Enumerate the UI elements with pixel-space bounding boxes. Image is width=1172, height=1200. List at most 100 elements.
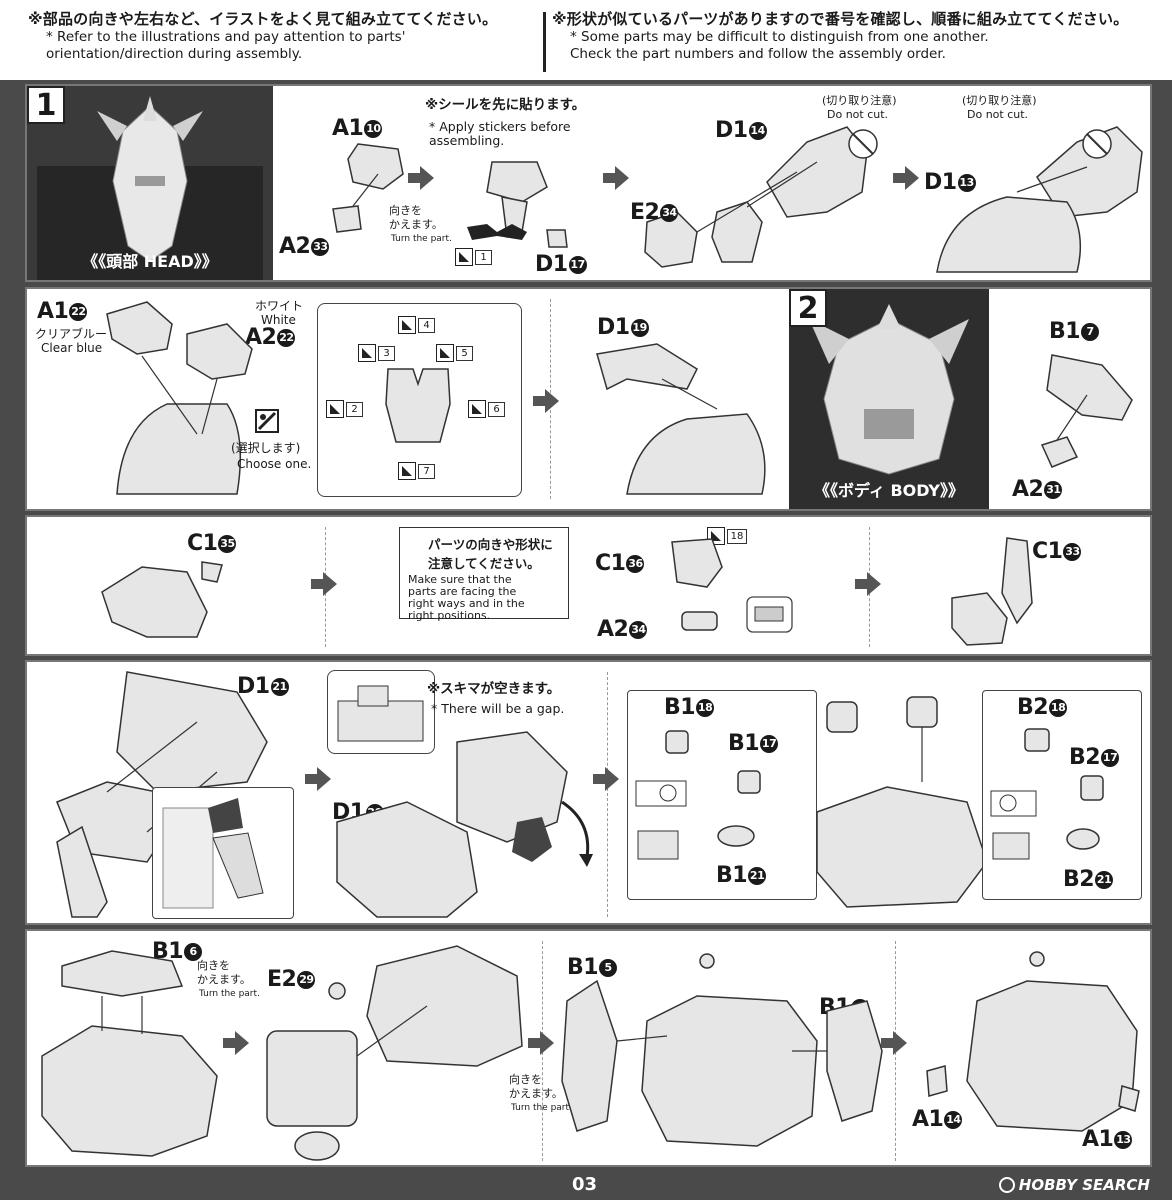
step-arrow bbox=[881, 1031, 907, 1055]
cut-note-2-jp: (切り取り注意) bbox=[962, 94, 1037, 107]
step2-photo: 2 《《ボディ BODY》》 bbox=[789, 289, 989, 509]
step2-body-tag: 《《ボディ BODY》》 bbox=[814, 481, 964, 500]
gap-note-en: * There will be a gap. bbox=[431, 701, 565, 716]
gap-note-jp: ※スキマが空きます。 bbox=[427, 681, 561, 697]
step1-number: 1 bbox=[27, 86, 65, 124]
turn-note-2-en: Turn the part. bbox=[199, 989, 260, 999]
step-arrow bbox=[223, 1031, 249, 1055]
detail-inset-1 bbox=[152, 787, 294, 919]
step-arrow bbox=[533, 389, 559, 413]
gap-inset bbox=[327, 670, 435, 754]
joint-parts-b1 bbox=[635, 730, 761, 860]
hobbysearch-logo-icon bbox=[998, 1177, 1015, 1193]
head-part-a1 bbox=[332, 143, 404, 233]
body-assembly-b1-5-b1-4 bbox=[561, 953, 883, 1147]
step-arrow bbox=[893, 166, 919, 190]
header-left-jp: ※部品の向きや左右など、イラストをよく見て組み立ててください。 bbox=[28, 10, 498, 28]
page-number: 03 bbox=[572, 1174, 598, 1195]
body-assembly-b1-6 bbox=[41, 950, 218, 1157]
body-assembly-e2-29 bbox=[266, 945, 523, 1161]
step-arrow bbox=[528, 1031, 554, 1055]
sticker-4: 4 bbox=[398, 316, 435, 334]
body-assembly-d1-21 bbox=[56, 671, 268, 918]
header-left: ※部品の向きや左右など、イラストをよく見て組み立ててください。 * Refer … bbox=[28, 8, 497, 63]
header-left-en: * Refer to the illustrations and pay att… bbox=[46, 29, 406, 62]
joint-parts-b2 bbox=[990, 728, 1104, 860]
choose-one-en: Choose one. bbox=[237, 457, 312, 471]
header-divider bbox=[543, 12, 546, 72]
step-arrow bbox=[855, 572, 881, 596]
step-arrow bbox=[603, 166, 629, 190]
head-photo-image bbox=[27, 86, 273, 280]
body-assembly-final bbox=[926, 951, 1140, 1132]
choose-one-icon bbox=[255, 409, 279, 433]
gap-inset-image bbox=[337, 685, 424, 742]
turn-note-3: 向きを かえます。 bbox=[509, 1073, 563, 1100]
sticker-note-en: * Apply stickers before assembling. bbox=[429, 119, 571, 148]
turn-note-2: 向きを かえます。 bbox=[197, 959, 251, 986]
sticker-2: 2 bbox=[326, 400, 363, 418]
cut-note-2-en: Do not cut. bbox=[967, 108, 1029, 121]
body-part-c1-36 bbox=[671, 538, 793, 633]
header-right-jp: ※形状が似ているパーツがありますので番号を確認し、順番に組み立ててください。 bbox=[552, 10, 1129, 28]
sticker-3: 3 bbox=[358, 344, 395, 362]
body-part-b1-7 bbox=[1040, 354, 1133, 468]
sticker-note-jp: ※シールを先に貼ります。 bbox=[425, 97, 586, 113]
sticker-7: 7 bbox=[398, 462, 435, 480]
step1-photo: 1 《《頭部 HEAD》》 bbox=[27, 86, 273, 280]
step-arrow bbox=[305, 767, 331, 791]
body-assembly-d1-20 bbox=[336, 731, 593, 918]
body-part-c1-33 bbox=[951, 537, 1033, 646]
turn-note-1-en: Turn the part. bbox=[391, 234, 452, 244]
inset-detail-image bbox=[162, 798, 264, 909]
a2-sticker-part bbox=[385, 368, 451, 443]
turn-note-1: 向きを かえます。 bbox=[389, 204, 443, 231]
head-assembly-d1-13 bbox=[936, 126, 1143, 273]
cut-note-1-jp: (切り取り注意) bbox=[822, 94, 897, 107]
header-right-en: * Some parts may be difficult to disting… bbox=[570, 29, 989, 62]
caution-en: Make sure that the parts are facing the … bbox=[408, 573, 525, 622]
step-arrow bbox=[593, 767, 619, 791]
step-arrow bbox=[311, 572, 337, 596]
body-assembly-b1-joint bbox=[816, 696, 988, 908]
caution-box: パーツの向きや形状に 注意してください。 Make sure that the … bbox=[399, 527, 569, 622]
sticker-6: 6 bbox=[468, 400, 505, 418]
head-assembly-d1-14 bbox=[644, 126, 878, 268]
choose-one-jp: (選択します) bbox=[231, 441, 301, 455]
sticker-5: 5 bbox=[436, 344, 473, 362]
step2-number: 2 bbox=[789, 289, 827, 327]
head-assembly-d1-19 bbox=[596, 343, 766, 495]
sticker-1: 1 bbox=[455, 248, 492, 266]
watermark: HOBBY SEARCH bbox=[998, 1176, 1150, 1194]
head-part-stickered bbox=[467, 161, 568, 248]
